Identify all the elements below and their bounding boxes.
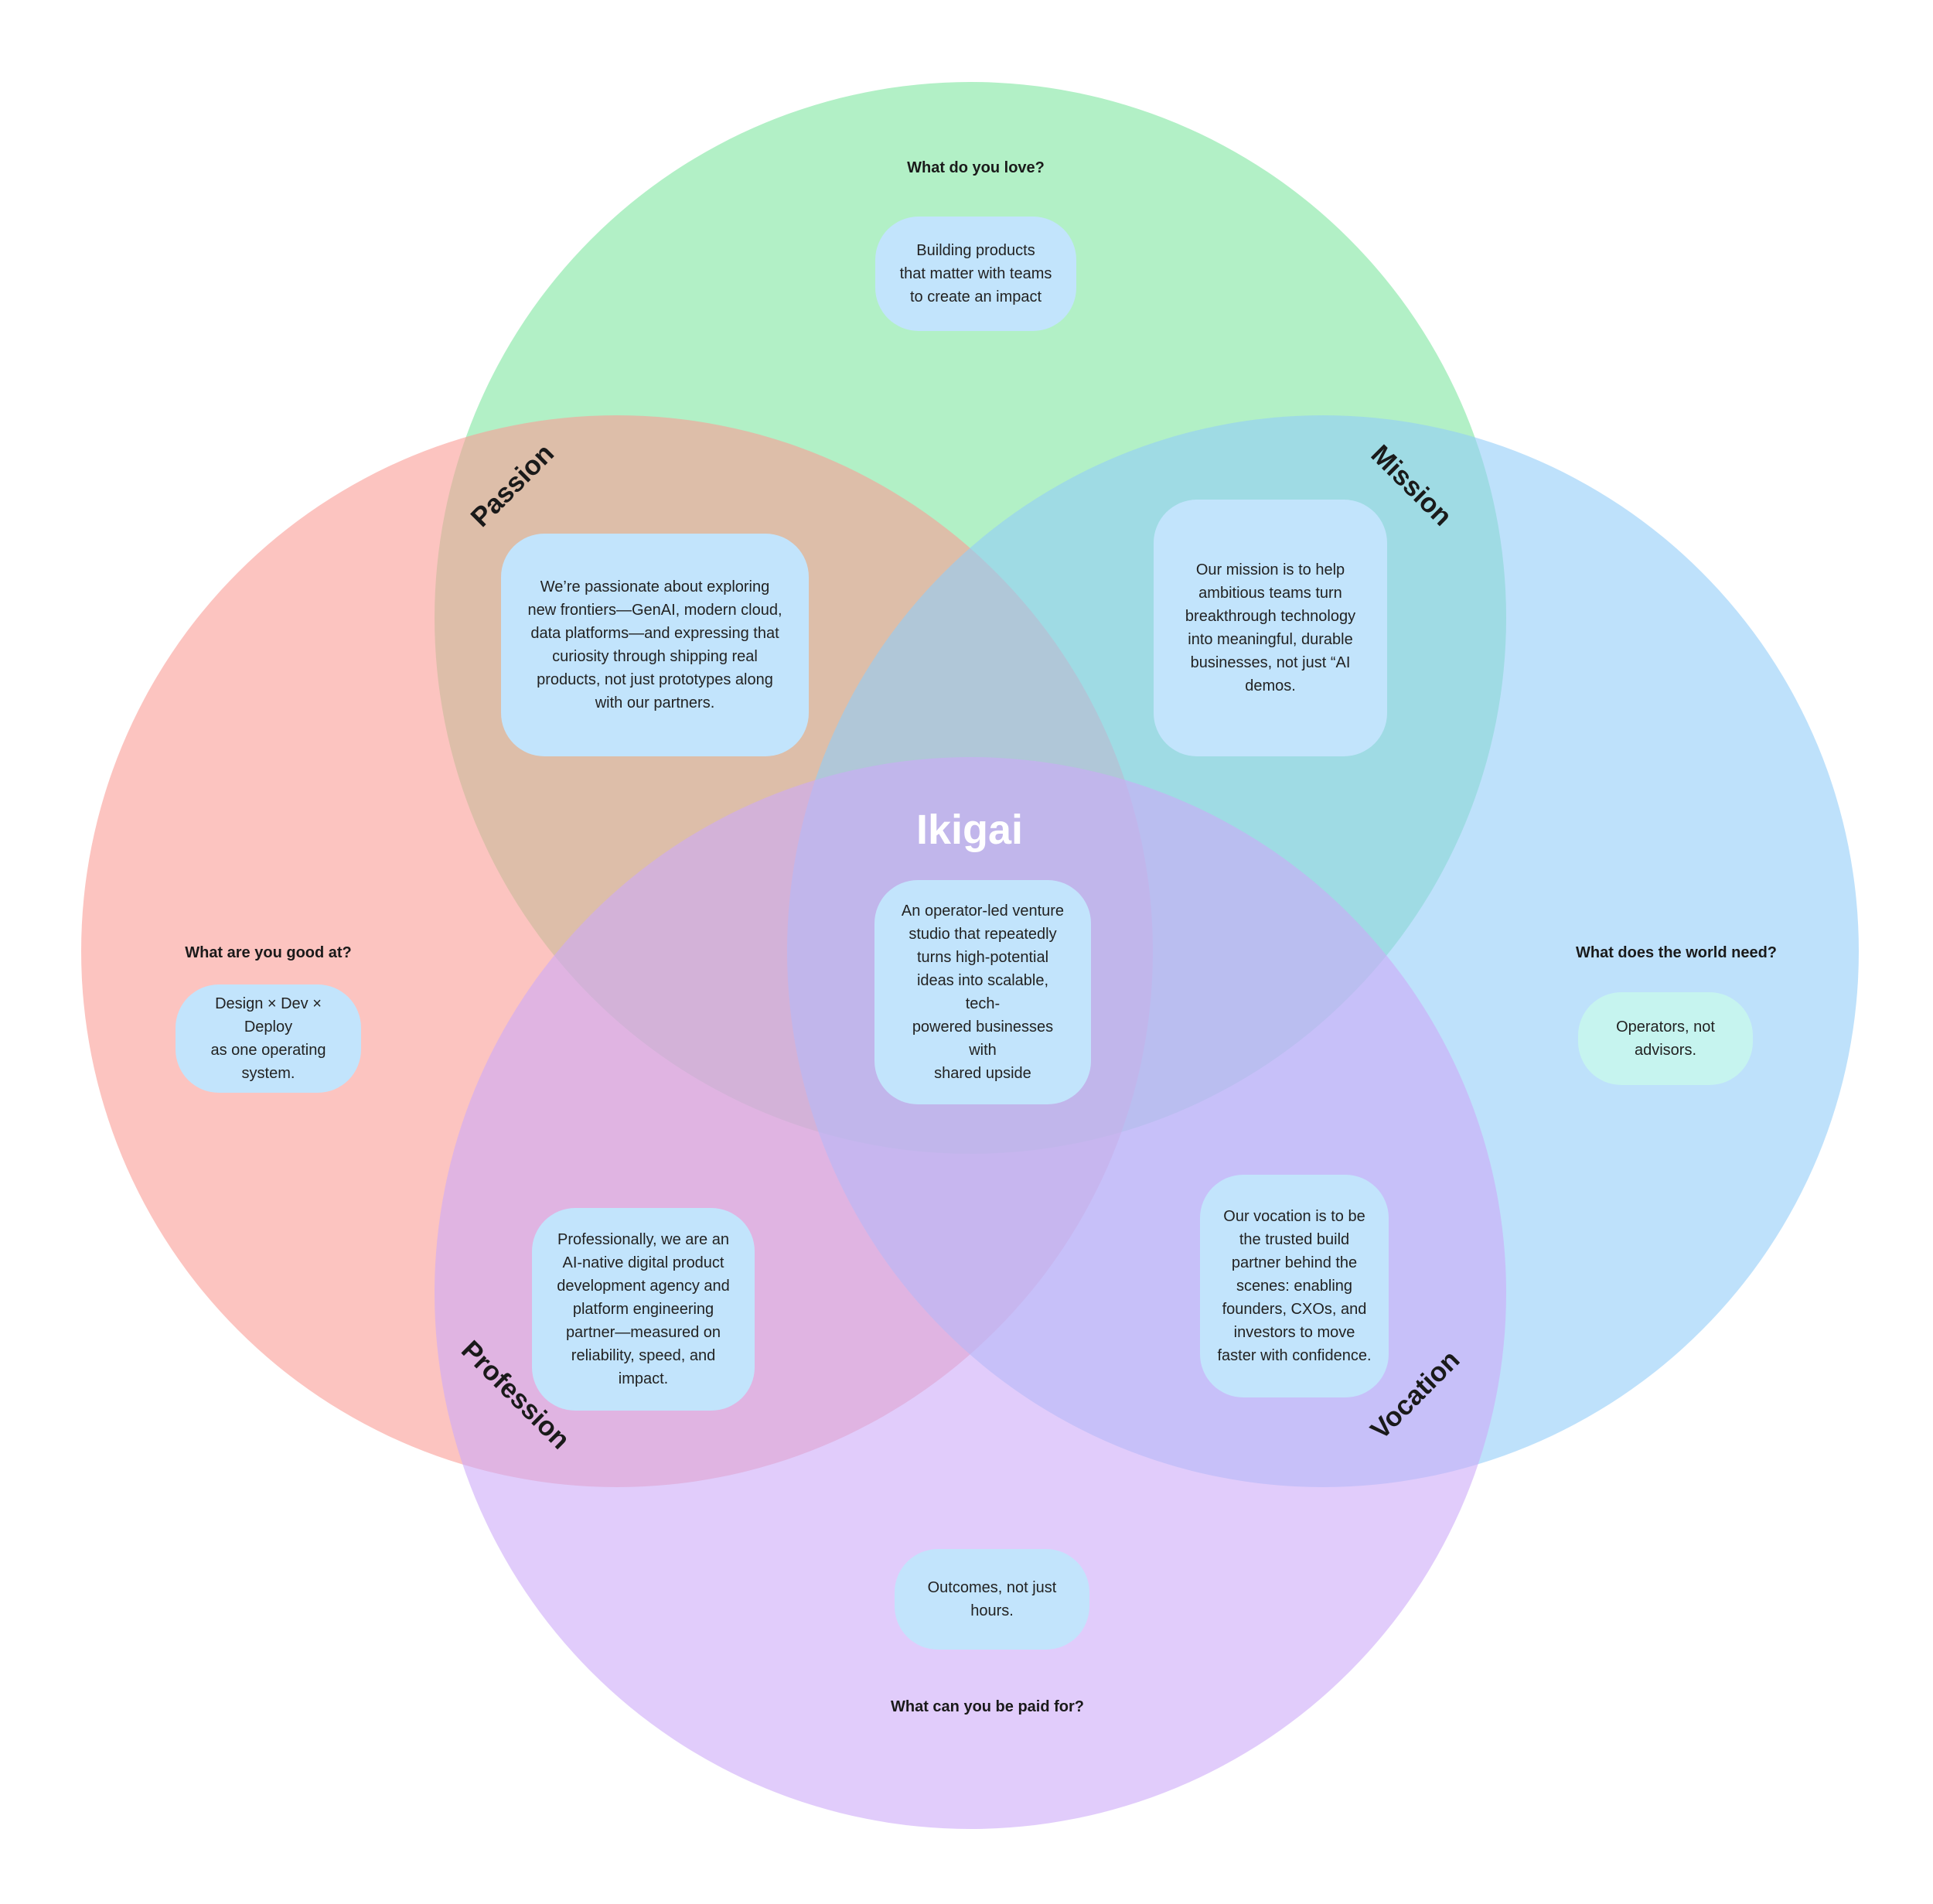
text-ikigai-center: An operator-led venture studio that repe… xyxy=(874,880,1091,1104)
text-mission: Our mission is to help ambitious teams t… xyxy=(1154,500,1387,756)
answer-love: Building products that matter with teams… xyxy=(875,217,1076,331)
answer-paid-for: Outcomes, not just hours. xyxy=(895,1549,1089,1650)
diagram-title: Ikigai xyxy=(915,807,1024,853)
question-world-needs: What does the world need? xyxy=(1575,944,1778,961)
text-vocation: Our vocation is to be the trusted build … xyxy=(1200,1175,1389,1397)
question-paid-for: What can you be paid for? xyxy=(890,1698,1085,1715)
text-passion: We’re passionate about exploring new fro… xyxy=(501,534,809,756)
answer-world-needs: Operators, not advisors. xyxy=(1578,992,1753,1085)
text-profession: Professionally, we are an AI-native digi… xyxy=(532,1208,755,1411)
question-love: What do you love? xyxy=(907,159,1045,176)
question-good-at: What are you good at? xyxy=(185,944,352,961)
answer-good-at: Design × Dev × Deploy as one operating s… xyxy=(176,984,361,1093)
